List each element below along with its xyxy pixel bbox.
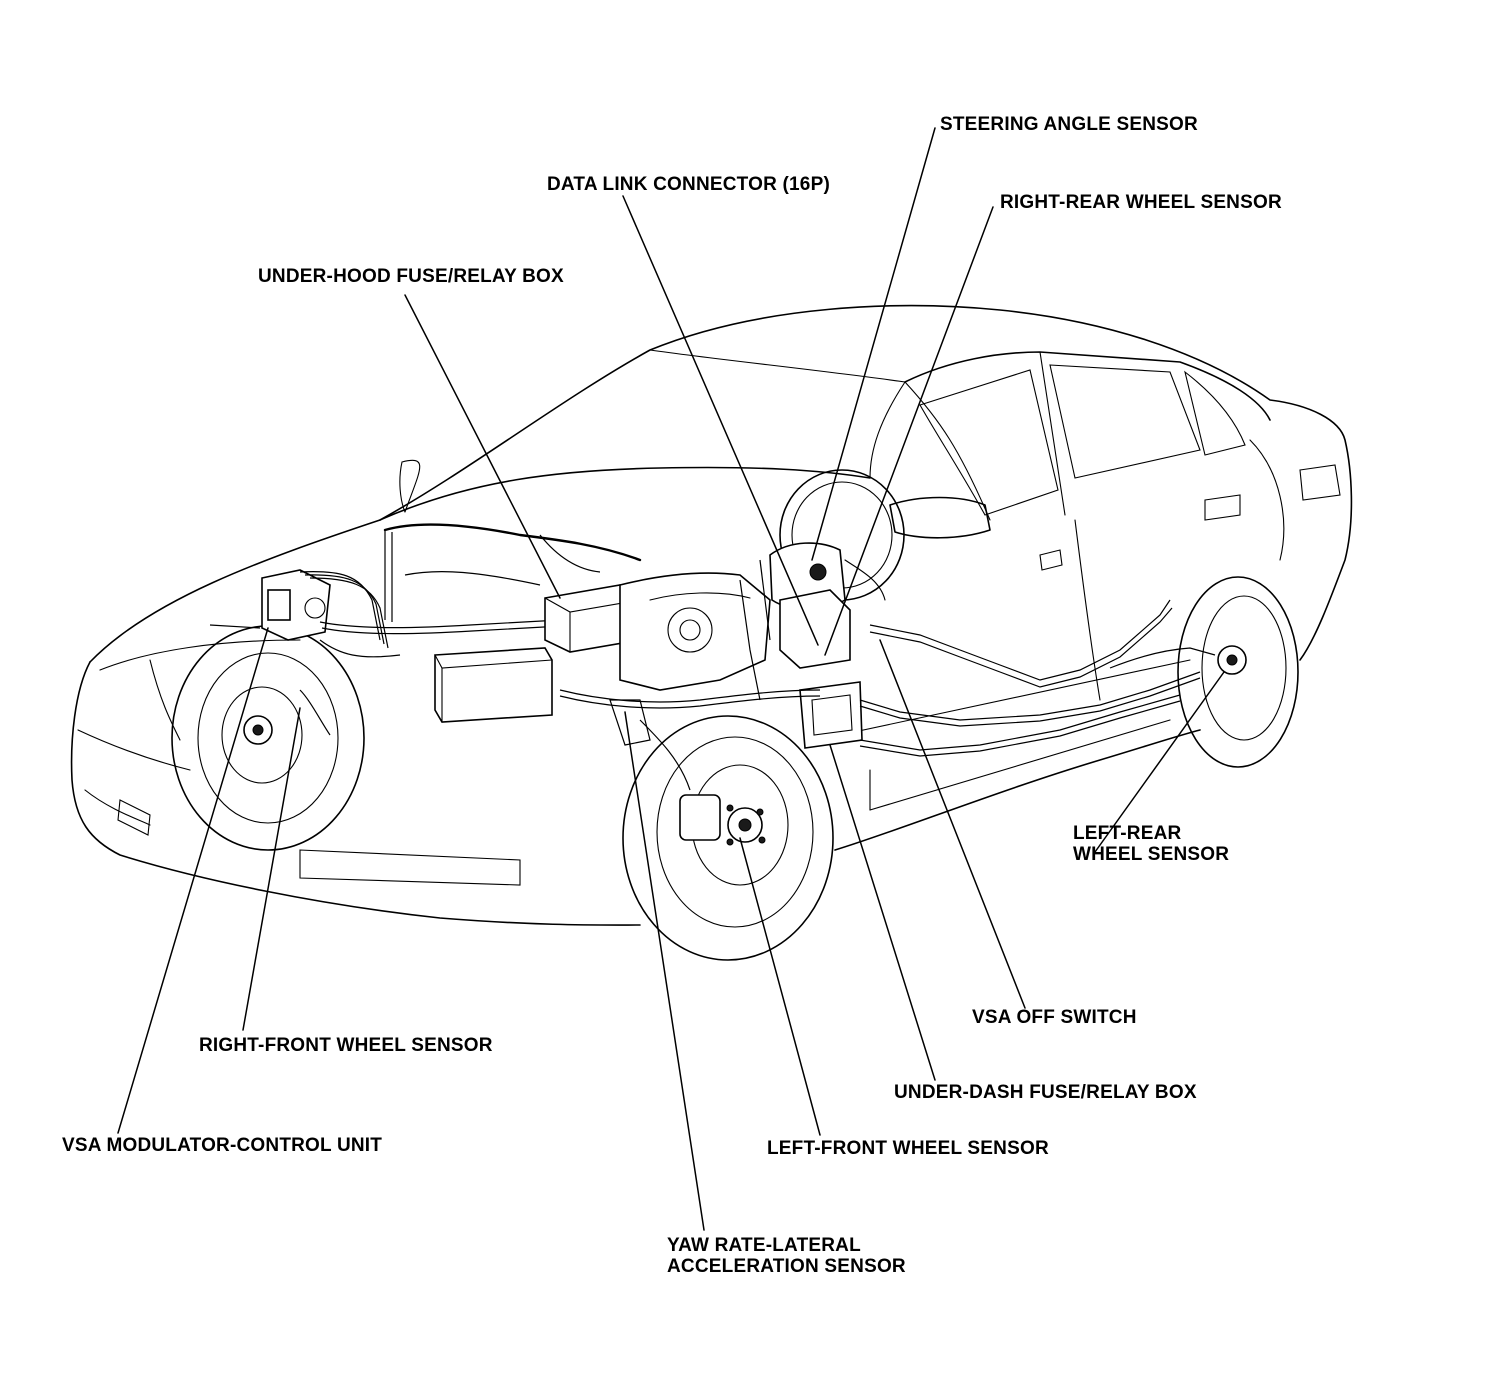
right-front-wheel [171, 625, 365, 851]
leader-right-rear-wheel-sensor [824, 206, 994, 656]
label-yaw-rate-line-2: ACCELERATION SENSOR [667, 1256, 906, 1277]
leader-under-hood-fuse-relay-box [404, 294, 561, 599]
label-yaw-rate-sensor: YAW RATE-LATERAL ACCELERATION SENSOR [667, 1235, 906, 1277]
label-vsa-off-switch: VSA OFF SWITCH [972, 1007, 1137, 1028]
leader-data-link-connector [622, 195, 819, 646]
leader-left-front-wheel-sensor [739, 837, 821, 1136]
left-rear-wheel [1177, 576, 1299, 768]
car-body-outline [70, 304, 1353, 926]
label-under-dash-fuse-relay-box: UNDER-DASH FUSE/RELAY BOX [894, 1082, 1197, 1103]
leader-steering-angle-sensor [811, 127, 936, 561]
label-left-rear-line-2: WHEEL SENSOR [1073, 844, 1230, 865]
label-steering-angle-sensor: STEERING ANGLE SENSOR [940, 114, 1198, 135]
label-data-link-connector: DATA LINK CONNECTOR (16P) [547, 174, 830, 195]
label-right-front-wheel-sensor: RIGHT-FRONT WHEEL SENSOR [199, 1035, 493, 1056]
leader-vsa-modulator-control-unit [117, 627, 269, 1134]
leader-lines [117, 127, 1225, 1231]
wiring-harness [209, 599, 1216, 791]
label-right-rear-wheel-sensor: RIGHT-REAR WHEEL SENSOR [1000, 192, 1282, 213]
steering-and-dash [739, 469, 905, 749]
label-vsa-modulator-control-unit: VSA MODULATOR-CONTROL UNIT [62, 1135, 383, 1156]
leader-left-rear-wheel-sensor [1094, 671, 1225, 853]
label-under-hood-fuse-relay-box: UNDER-HOOD FUSE/RELAY BOX [258, 266, 564, 287]
left-front-wheel [622, 715, 834, 961]
label-left-rear-line-1: LEFT-REAR [1073, 823, 1182, 844]
label-left-front-wheel-sensor: LEFT-FRONT WHEEL SENSOR [767, 1138, 1049, 1159]
engine-bay [261, 523, 771, 723]
leader-vsa-off-switch [879, 639, 1026, 1009]
label-left-rear-wheel-sensor: LEFT-REAR WHEEL SENSOR [1073, 823, 1229, 865]
leader-yaw-rate-sensor [624, 711, 705, 1231]
leader-right-front-wheel-sensor [242, 707, 301, 1031]
label-yaw-rate-line-1: YAW RATE-LATERAL [667, 1235, 861, 1256]
leader-under-dash-fuse-relay-box [829, 744, 936, 1081]
